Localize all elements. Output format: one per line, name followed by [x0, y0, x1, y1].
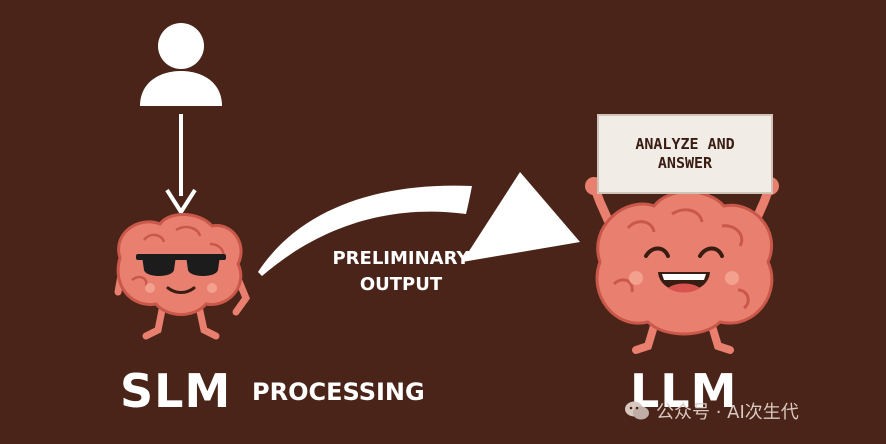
slm-label: SLM	[120, 364, 232, 418]
curved-arrow	[258, 172, 580, 276]
edge-label: PRELIMINARY OUTPUT	[332, 248, 470, 295]
slm-caption: PROCESSING	[252, 378, 425, 406]
llm-sign: ANALYZE AND ANSWER	[597, 114, 773, 194]
watermark-text: 公众号 · AI次生代	[656, 402, 799, 423]
watermark: 公众号 · AI次生代	[624, 398, 799, 424]
brain-happy	[585, 177, 779, 354]
llm-sign-text: ANALYZE AND ANSWER	[635, 135, 735, 172]
wechat-icon	[625, 401, 649, 420]
llm-label: LLM	[630, 364, 738, 418]
user-icon	[140, 23, 222, 106]
brain-sunglasses	[114, 212, 250, 340]
down-arrow	[165, 114, 197, 216]
